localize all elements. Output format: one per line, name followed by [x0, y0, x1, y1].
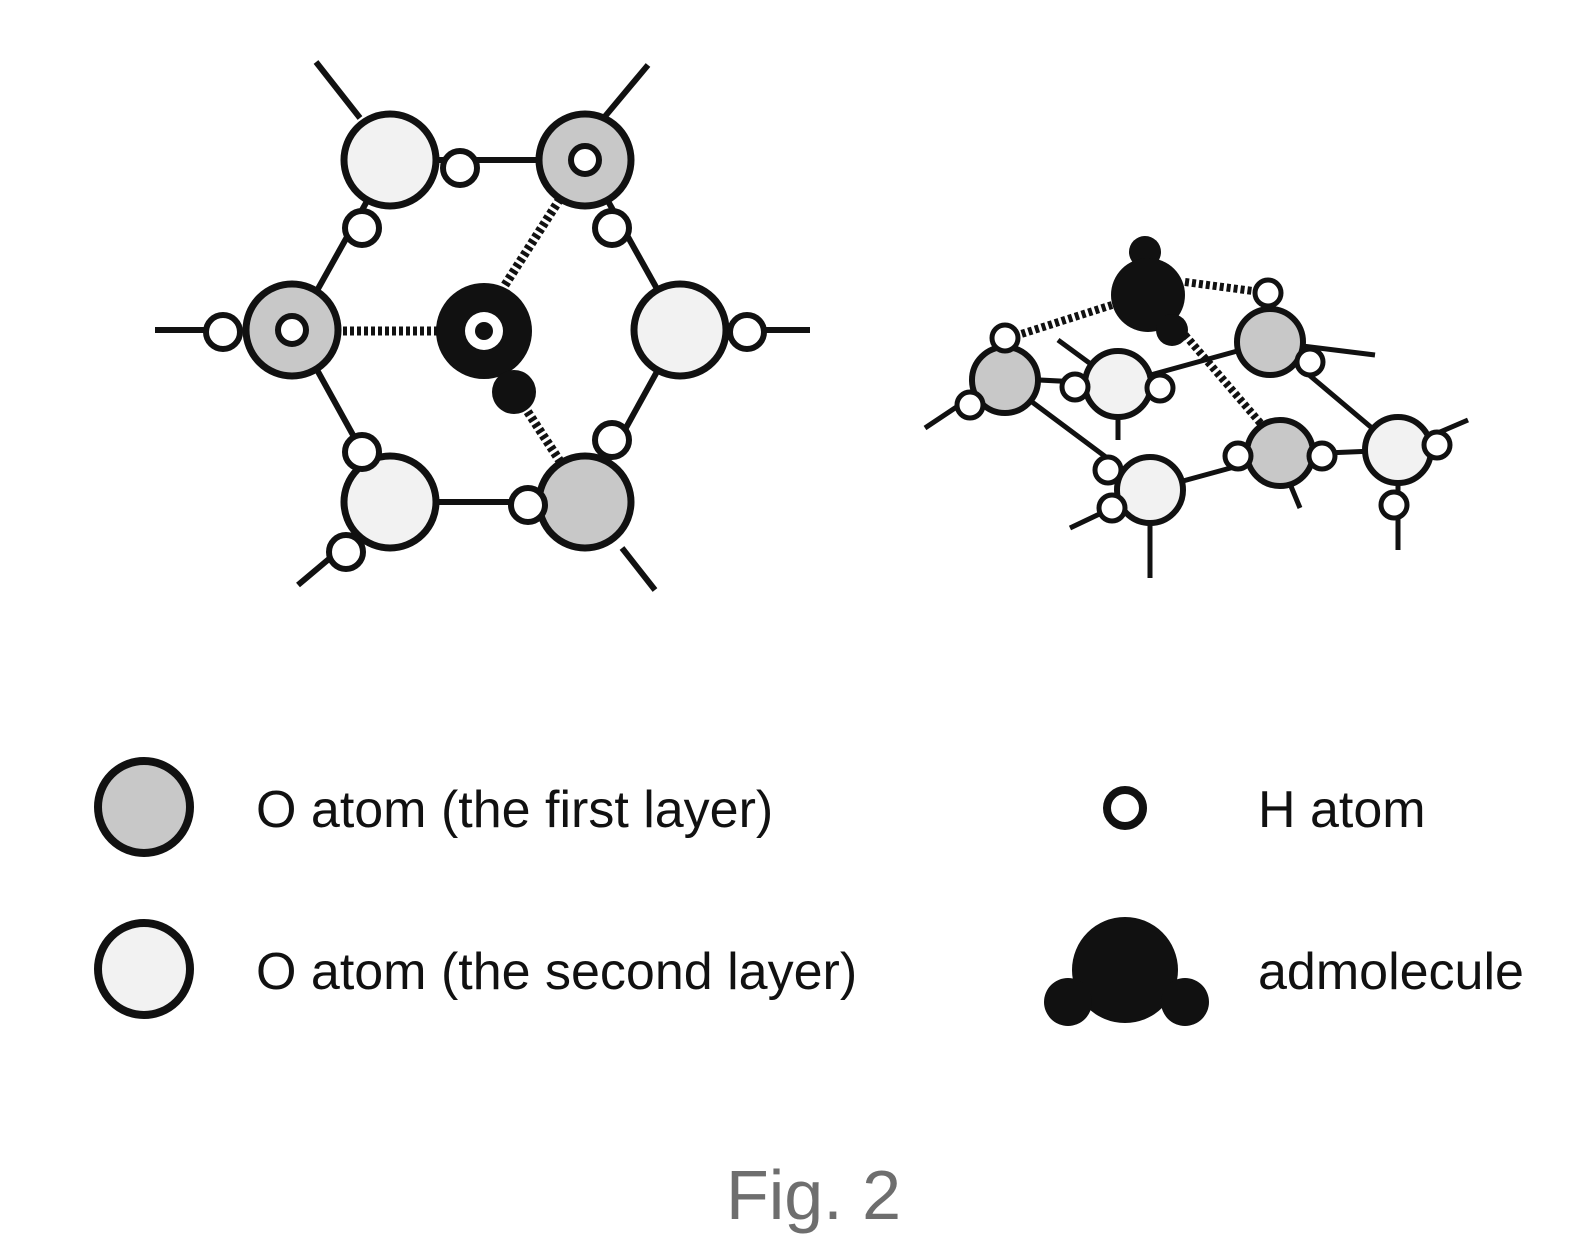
admolecule-icon	[1044, 917, 1209, 1026]
h-atom-icon	[1103, 786, 1147, 830]
legend-label-o-second-layer: O atom (the second layer)	[256, 943, 858, 1001]
admolecule-perspective	[1111, 236, 1188, 346]
hydrogen-atoms	[203, 143, 767, 572]
perspective-hydrogen-atoms	[954, 277, 1453, 524]
o-second-layer-atom	[340, 452, 440, 552]
perspective-oxygen-atoms	[969, 306, 1434, 526]
legend-label-o-first-layer: O atom (the first layer)	[256, 781, 774, 839]
figure-caption: Fig. 2	[726, 1156, 902, 1234]
admolecule-top	[436, 283, 536, 414]
legend-label-admolecule: admolecule	[1258, 943, 1524, 1001]
o-second-layer-atom	[630, 280, 730, 380]
o-first-layer-atom	[535, 452, 635, 552]
o-atom-second-layer-icon	[94, 919, 194, 1019]
o-atom-first-layer-icon	[94, 757, 194, 857]
top-view-diagram	[155, 60, 810, 592]
legend-icons	[94, 757, 1209, 1026]
legend-label-h-atom: H atom	[1258, 781, 1426, 839]
oxygen-atoms	[242, 110, 730, 552]
perspective-hydrogen-bonds	[1013, 278, 1269, 428]
o-second-layer-atom	[340, 110, 440, 210]
perspective-view-diagram	[923, 236, 1469, 578]
